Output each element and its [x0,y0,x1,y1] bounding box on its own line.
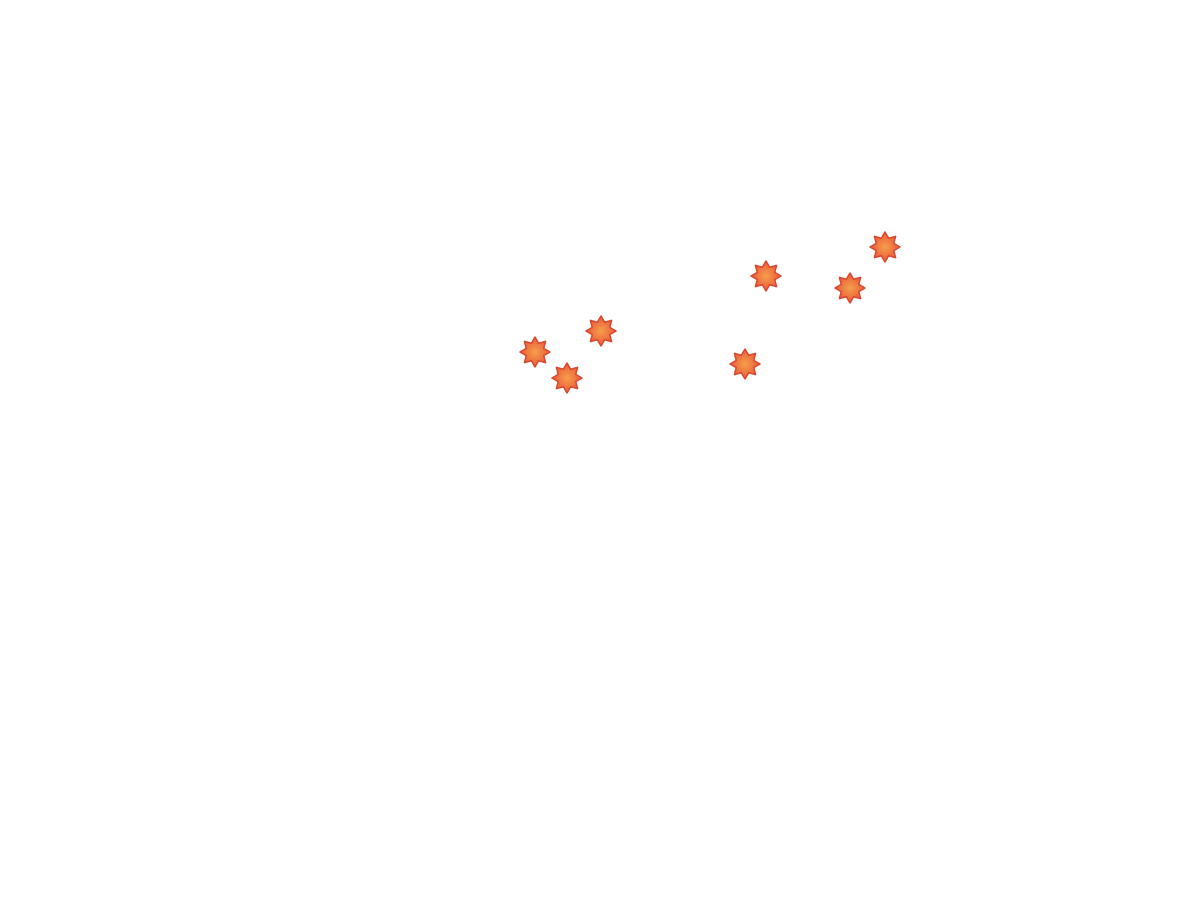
star-markers-group [519,231,901,394]
star-marker-icon [869,231,901,263]
star-marker-icon [750,260,782,292]
star-marker-icon [519,336,551,368]
star-marker-icon [729,348,761,380]
star-marker-icon [551,362,583,394]
star-marker-icon [834,272,866,304]
star-marker-icon [585,315,617,347]
